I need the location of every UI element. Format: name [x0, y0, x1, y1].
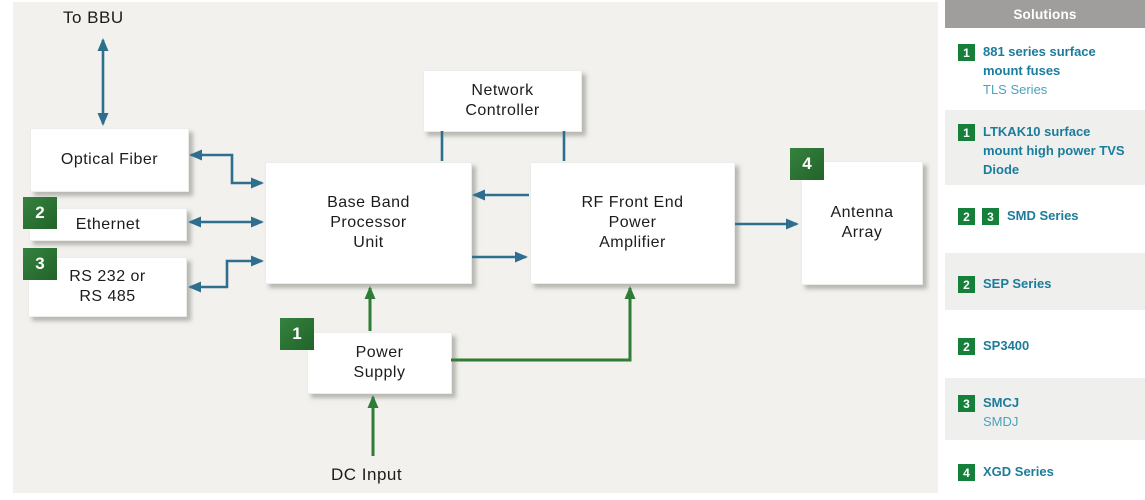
box-label: Optical Fiber	[60, 151, 159, 168]
badge-1-power-supply: 1	[280, 318, 314, 350]
base-band-processor-box: Base Band Processor Unit	[265, 162, 472, 284]
solution-link[interactable]: SMD Series	[1007, 208, 1079, 223]
badge-column: 3	[958, 393, 975, 412]
box-label: Base Band	[327, 194, 410, 211]
solution-number-badge: 4	[958, 464, 975, 481]
optical-fiber-box: Optical Fiber	[30, 128, 189, 192]
solution-link[interactable]: 881 series surface mount fuses	[983, 44, 1096, 78]
solution-link[interactable]: XGD Series	[983, 464, 1054, 479]
solution-link[interactable]: SEP Series	[983, 276, 1052, 291]
solution-number-badge: 3	[982, 208, 999, 225]
box-label: Ethernet	[75, 215, 141, 233]
box-label: Controller	[465, 102, 540, 119]
badge-column: 2	[958, 274, 975, 293]
solution-text: LTKAK10 surface mount high power TVS Dio…	[983, 122, 1131, 179]
box-label: RS 232 or	[69, 268, 146, 285]
solution-item[interactable]: 2 SP3400	[945, 310, 1145, 378]
badge-column: 1	[958, 122, 975, 141]
box-label: Supply	[353, 364, 406, 381]
box-label: Processor	[330, 214, 407, 231]
to-bbu-label: To BBU	[63, 8, 124, 27]
box-label: RS 485	[79, 288, 136, 305]
badge-3-rs232: 3	[23, 248, 57, 280]
solution-text: SEP Series	[983, 274, 1131, 293]
solution-item[interactable]: 2 3 SMD Series	[945, 185, 1145, 253]
sidebar-header: Solutions	[945, 0, 1145, 28]
solution-number-badge: 2	[958, 208, 975, 225]
box-label: Amplifier	[599, 234, 666, 251]
solution-number-badge: 2	[958, 338, 975, 355]
solution-text: XGD Series	[983, 462, 1131, 481]
badge-column: 1	[958, 42, 975, 61]
solution-item[interactable]: 3 SMCJ SMDJ	[945, 378, 1145, 440]
solutions-sidebar: Solutions 1 881 series surface mount fus…	[945, 0, 1145, 500]
solution-text: 881 series surface mount fuses TLS Serie…	[983, 42, 1131, 99]
rf-front-end-box: RF Front End Power Amplifier	[530, 162, 735, 284]
solution-link[interactable]: SMCJ	[983, 395, 1020, 410]
solution-text: SMD Series	[1007, 206, 1145, 225]
solution-link[interactable]: SP3400	[983, 338, 1030, 353]
solution-number-badge: 1	[958, 44, 975, 61]
power-supply-box: Power Supply	[307, 332, 452, 394]
solution-text: SMCJ SMDJ	[983, 393, 1131, 431]
box-label: Array	[841, 224, 883, 241]
network-controller-box: Network Controller	[423, 70, 582, 132]
solution-item[interactable]: 2 SEP Series	[945, 253, 1145, 310]
solution-number-badge: 3	[958, 395, 975, 412]
badge-column: 4	[958, 462, 975, 481]
solution-item[interactable]: 1 881 series surface mount fuses TLS Ser…	[945, 28, 1145, 110]
box-label: Power	[608, 214, 657, 231]
box-label: RF Front End	[581, 194, 684, 211]
antenna-array-box: Antenna Array	[801, 161, 923, 285]
box-label: Power	[355, 344, 404, 361]
box-label: Unit	[353, 234, 384, 251]
solution-number-badge: 2	[958, 276, 975, 293]
solution-item[interactable]: 4 XGD Series	[945, 440, 1145, 500]
box-label: Network	[471, 82, 534, 99]
dc-input-label: DC Input	[331, 465, 403, 484]
solution-item[interactable]: 1 LTKAK10 surface mount high power TVS D…	[945, 110, 1145, 185]
badge-column: 2	[958, 336, 975, 355]
solution-number-badge: 1	[958, 124, 975, 141]
solution-sub-link[interactable]: SMDJ	[983, 414, 1019, 429]
badge-2-ethernet: 2	[23, 197, 57, 229]
badge-column: 2 3	[958, 206, 999, 225]
solution-sub-link[interactable]: TLS Series	[983, 82, 1048, 97]
solution-text: SP3400	[983, 336, 1131, 355]
solution-link[interactable]: LTKAK10 surface mount high power TVS Dio…	[983, 124, 1125, 177]
box-label: Antenna	[830, 204, 894, 221]
badge-4-antenna-array: 4	[790, 148, 824, 180]
